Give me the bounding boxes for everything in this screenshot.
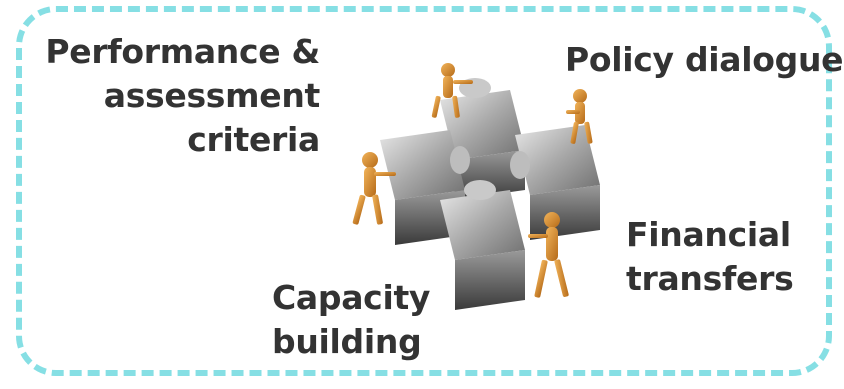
wooden-figure-icon (528, 212, 569, 298)
puzzle-piece-left (380, 130, 470, 245)
label-performance-assessment-criteria: Performance & assessment criteria (45, 32, 320, 159)
label-financial-transfers: Financial transfers (626, 215, 794, 298)
wooden-figure-icon (431, 63, 473, 118)
label-capacity-building: Capacity building (272, 278, 431, 361)
puzzle-piece-bottom (440, 180, 525, 310)
label-policy-dialogue: Policy dialogue (565, 40, 844, 79)
puzzle-pieces-image (352, 63, 600, 310)
wooden-figure-icon (352, 152, 396, 225)
dashed-frame (16, 6, 832, 376)
wooden-figure-icon (566, 89, 593, 144)
